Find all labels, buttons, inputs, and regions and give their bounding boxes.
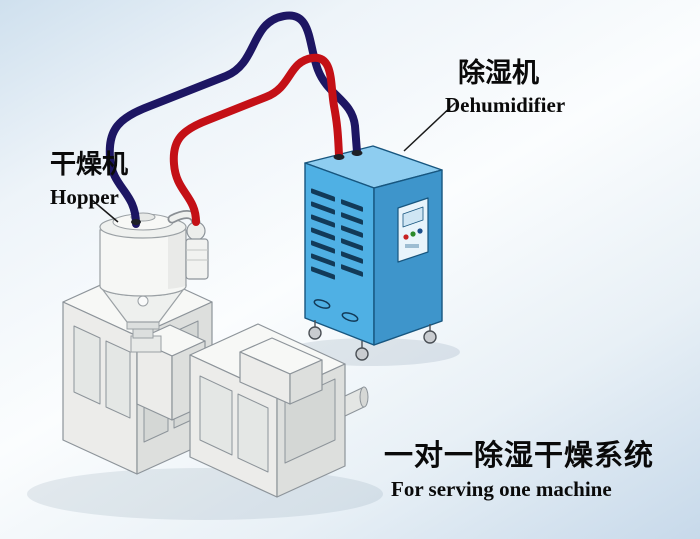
machine-die: [344, 386, 369, 417]
machine-door: [73, 325, 101, 405]
hose-red: [169, 53, 343, 226]
hopper-body: [99, 229, 187, 297]
panel-button-red: [403, 234, 409, 240]
hose-navy: [105, 11, 361, 228]
machine-barrel-cover: [239, 337, 323, 405]
panel-switch: [405, 244, 419, 248]
panel-button-green: [410, 231, 416, 237]
cabinet-vents: [311, 188, 363, 280]
hose-fitting: [351, 150, 363, 156]
hopper-label-cn: 干燥机: [50, 150, 129, 180]
dehumidifier-label-en: Dehumidifier: [445, 93, 566, 117]
hose-fitting: [333, 154, 345, 160]
sight-glass: [137, 295, 149, 307]
hose-fitting: [131, 219, 141, 225]
dehumidifier-unit: [304, 145, 443, 361]
hopper-label-en: Hopper: [50, 185, 119, 209]
pointer-lines: [91, 102, 456, 223]
caption-en: For serving one machine: [391, 477, 612, 501]
hopper-pointer-line: [91, 199, 119, 223]
casters: [308, 320, 437, 361]
panel-display: [402, 206, 424, 228]
machine-door: [237, 393, 269, 473]
cabinet-oval-cutout: [341, 312, 359, 322]
panel-button-blue: [417, 228, 423, 234]
extruder-machine: [62, 267, 369, 498]
cabinet-oval-cutout: [313, 299, 331, 309]
hopper-body-shade: [168, 231, 186, 289]
control-panel: [397, 197, 429, 263]
dehumidifier-label-cn: 除湿机: [458, 58, 539, 89]
hoses: [105, 11, 363, 228]
machine-door: [199, 375, 233, 456]
machine-door: [105, 340, 131, 419]
blower-body: [185, 238, 209, 280]
caption-cn: 一对一除湿干燥系统: [384, 438, 655, 472]
dehumidifier-pointer-line: [403, 102, 456, 152]
